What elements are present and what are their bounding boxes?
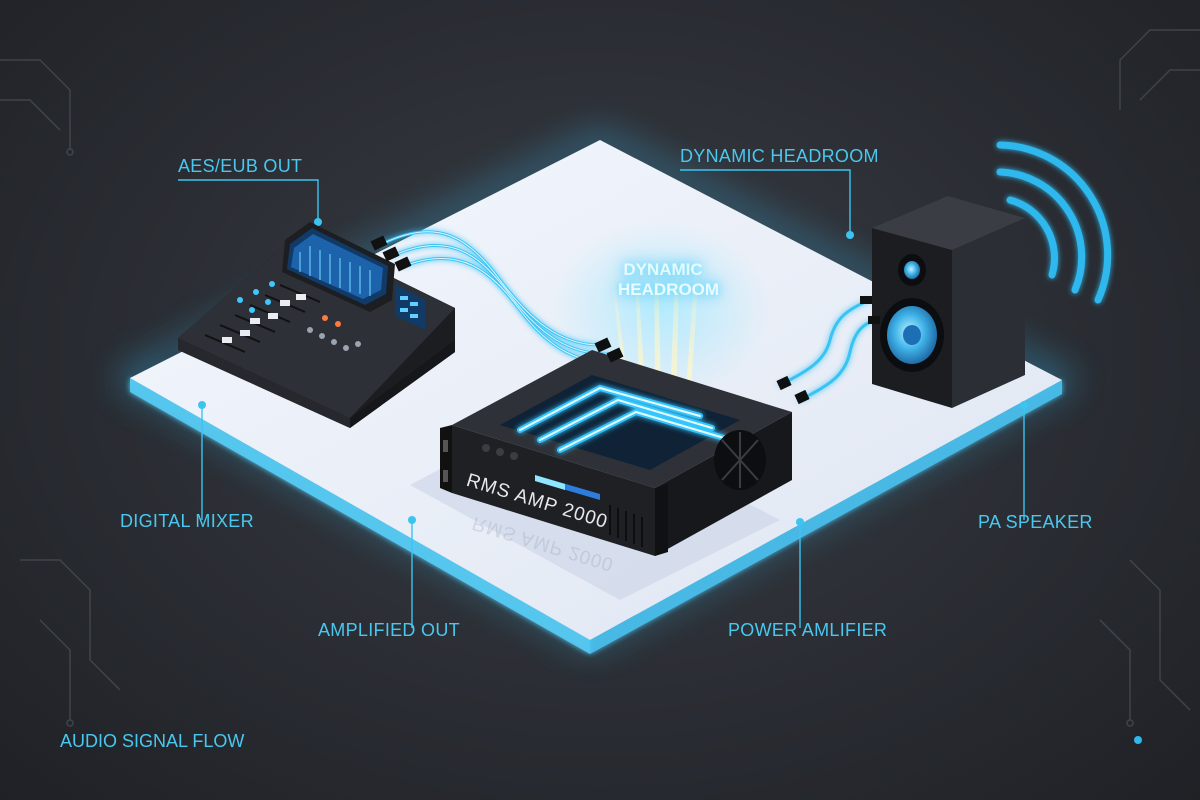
power-amplifier-label: POWER AMLIFIER <box>728 620 888 640</box>
callout-dots <box>198 218 1028 526</box>
dynamic-headroom-glow-label: DYNAMIC HEADROOM <box>618 260 720 299</box>
sound-wave-icon <box>996 141 1112 304</box>
callout-lines <box>178 169 1025 628</box>
pa-speaker-icon <box>860 196 1025 408</box>
background-circuit-traces <box>0 29 1200 727</box>
power-amplifier-icon <box>440 337 810 556</box>
dynamic-headroom-label: DYNAMIC HEADROOM <box>680 146 879 166</box>
signal-flow-line <box>258 736 1142 744</box>
pa-speaker-label: PA SPEAKER <box>978 512 1093 532</box>
digital-mixer-label: DIGITAL MIXER <box>120 511 254 531</box>
digital-mixer-icon <box>178 222 455 428</box>
amplified-out-label: AMPLIFIED OUT <box>318 620 460 640</box>
aes-out-label: AES/EUB OUT <box>178 156 303 176</box>
audio-signal-flow-label: AUDIO SIGNAL FLOW <box>60 731 245 751</box>
